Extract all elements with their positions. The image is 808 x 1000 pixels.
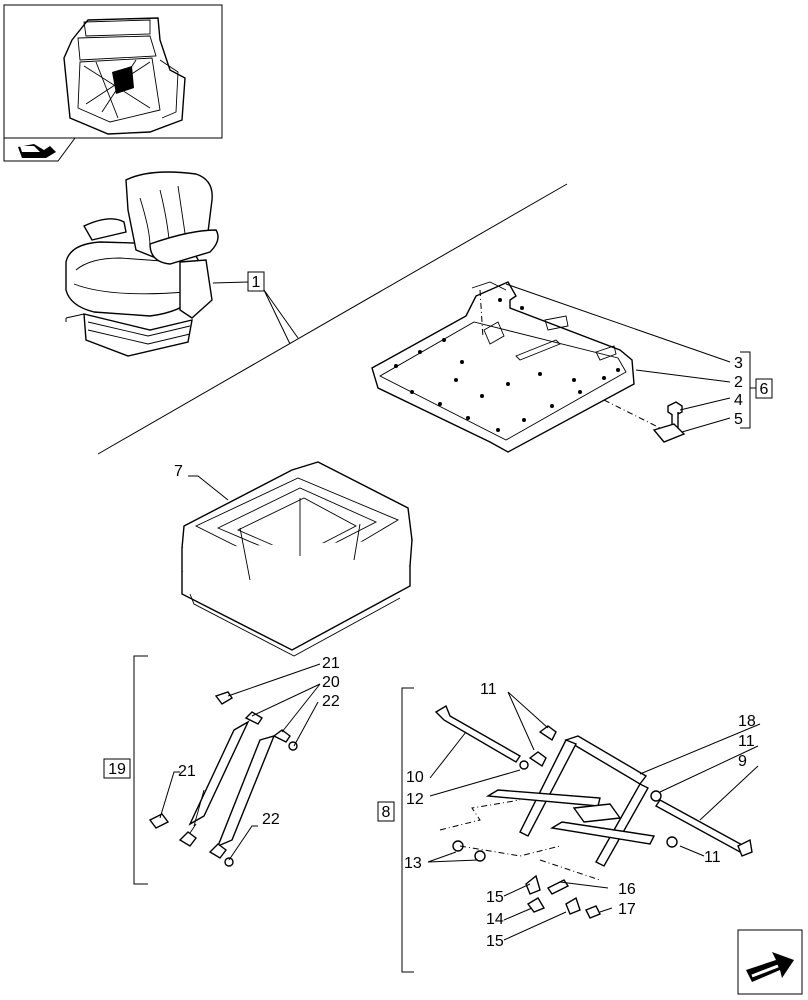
callout-13: 13 bbox=[404, 855, 422, 872]
callout-12: 12 bbox=[406, 791, 424, 808]
next-page-arrow-icon[interactable] bbox=[737, 929, 803, 995]
bellows-cover bbox=[181, 461, 413, 657]
callout-22b: 22 bbox=[262, 811, 280, 828]
callout-15b: 15 bbox=[486, 933, 504, 950]
callout-9: 9 bbox=[738, 753, 747, 770]
callout-6: 6 bbox=[760, 381, 769, 398]
callout-8: 8 bbox=[382, 804, 391, 821]
seat-assembly bbox=[65, 171, 219, 357]
callout-21a: 21 bbox=[322, 655, 340, 672]
thumbnail-frame bbox=[3, 4, 223, 162]
callout-1: 1 bbox=[252, 274, 261, 291]
callout-19: 19 bbox=[108, 761, 126, 778]
callout-11b: 11 bbox=[738, 733, 755, 750]
washer-part-5 bbox=[652, 423, 686, 443]
callout-15a: 15 bbox=[486, 889, 504, 906]
callout-16: 16 bbox=[618, 881, 636, 898]
axis-scissor bbox=[439, 799, 601, 881]
gas-springs bbox=[148, 691, 298, 867]
tractor-cab-icon bbox=[63, 17, 186, 135]
callout-box-19 bbox=[103, 758, 131, 779]
callout-20: 20 bbox=[322, 674, 340, 691]
callout-14: 14 bbox=[486, 911, 504, 928]
callout-box-1 bbox=[247, 271, 265, 292]
callout-10: 10 bbox=[406, 769, 424, 786]
axis-plate-bolt bbox=[603, 399, 661, 429]
callout-7: 7 bbox=[174, 463, 183, 480]
callout-11c: 11 bbox=[704, 849, 721, 866]
group-brackets bbox=[133, 351, 756, 973]
callout-2: 2 bbox=[734, 374, 743, 391]
callout-3: 3 bbox=[734, 355, 743, 372]
leader-lines bbox=[159, 281, 761, 941]
callout-18: 18 bbox=[738, 713, 756, 730]
callout-22a: 22 bbox=[322, 693, 340, 710]
callout-11a: 11 bbox=[480, 681, 497, 698]
callout-17: 17 bbox=[618, 901, 636, 918]
callout-box-8 bbox=[377, 801, 395, 822]
separator-line bbox=[97, 183, 568, 455]
callout-box-6 bbox=[755, 378, 773, 399]
callout-4: 4 bbox=[734, 392, 743, 409]
seat-plate bbox=[371, 281, 635, 453]
arrow-tab-icon[interactable] bbox=[18, 144, 56, 158]
axis-plate-top bbox=[479, 289, 484, 339]
callout-5: 5 bbox=[734, 411, 743, 428]
callout-21b: 21 bbox=[178, 763, 196, 780]
scissor-mechanism bbox=[434, 704, 753, 919]
